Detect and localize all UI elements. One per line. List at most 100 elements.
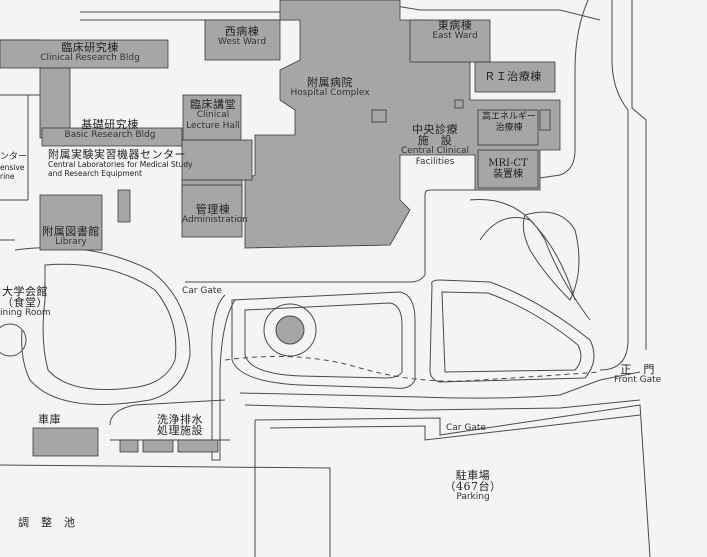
dining-jp1: 大学会館 bbox=[2, 285, 48, 298]
east-ward-en: East Ward bbox=[432, 31, 478, 41]
pond-outline bbox=[0, 464, 331, 557]
east-boundary bbox=[539, 0, 589, 179]
west-oval-road bbox=[14, 247, 191, 405]
west-ward-shape bbox=[204, 19, 281, 61]
dining-jp2: （食堂） bbox=[2, 296, 48, 309]
administration-jp: 管理棟 bbox=[195, 203, 231, 216]
dashed-path bbox=[224, 355, 601, 382]
mri-l1: MRI-CT bbox=[488, 158, 528, 169]
clinical-research-label: 臨床研究棟 Clinical Research Bldg bbox=[20, 42, 160, 64]
dining-en: ining Room bbox=[0, 308, 51, 318]
clinical-lecture-shape bbox=[182, 94, 242, 141]
basic-research-wing bbox=[181, 139, 253, 181]
central-labs-en1: Central Laboratories for Medical Study bbox=[48, 160, 193, 169]
basic-research-label: 基礎研究棟 Basic Research Bldg bbox=[40, 119, 180, 141]
parking-en: Parking bbox=[456, 492, 490, 502]
east-ward-shape bbox=[409, 19, 491, 63]
high-energy-jp2: 治療棟 bbox=[495, 123, 523, 133]
clinical-research-shape bbox=[0, 39, 169, 69]
washing-shape-1 bbox=[119, 439, 139, 453]
ring-road-top bbox=[185, 189, 520, 283]
garage-label: 車庫 bbox=[38, 413, 61, 426]
small-bldg-3 bbox=[539, 109, 551, 131]
east-lot bbox=[429, 279, 595, 383]
central-labs-label: 附属実験実習機器センター Central Laboratories for Me… bbox=[48, 149, 193, 178]
administration-label: 管理棟 Administration bbox=[182, 203, 248, 226]
high-energy-jp1: 高エネルギー bbox=[481, 112, 536, 122]
east-perimeter-road bbox=[599, 0, 629, 371]
parking-outline bbox=[254, 404, 651, 557]
car-gate-1-label: Car Gate bbox=[182, 286, 222, 296]
front-gate-en: Front Gate bbox=[614, 375, 662, 385]
ri-label: ＲＩ治療棟 bbox=[484, 70, 542, 83]
hospital-complex-label: 附属病院 Hospital Complex bbox=[285, 77, 375, 99]
washing-shape-3 bbox=[177, 439, 219, 453]
hospital-complex-en: Hospital Complex bbox=[290, 88, 370, 98]
central-clinical-en1: Central Clinical bbox=[400, 146, 470, 156]
car-gate-2-label: Car Gate bbox=[446, 423, 486, 433]
west-ward-en: West Ward bbox=[217, 37, 267, 47]
clinical-research-en: Clinical Research Bldg bbox=[40, 53, 140, 63]
central-road-west bbox=[211, 294, 236, 461]
south-road bbox=[239, 371, 641, 399]
east-perimeter-road-outer bbox=[631, 0, 647, 350]
clinical-lecture-label: 臨床講堂 Clinical Lecture Hall bbox=[183, 99, 243, 132]
south-road-lower bbox=[244, 399, 641, 411]
hospital-complex-jp: 附属病院 bbox=[307, 76, 353, 89]
left-center-l1: ンター bbox=[0, 152, 28, 162]
library-annex bbox=[117, 189, 131, 223]
clinical-lecture-jp: 臨床講堂 bbox=[190, 98, 236, 111]
ri-shape bbox=[474, 61, 556, 93]
central-clinical-en2: Facilities bbox=[415, 157, 455, 167]
drop-off-loop bbox=[469, 199, 591, 321]
front-gate-label: 正 門 Front Gate bbox=[614, 364, 661, 386]
west-block-roads bbox=[0, 39, 40, 241]
mri-shape bbox=[477, 149, 539, 189]
oval-lot-inner bbox=[244, 302, 403, 379]
small-bldg-2 bbox=[454, 99, 464, 109]
dining-label: 大学会館 （食堂） ining Room bbox=[0, 285, 51, 319]
washing-jp2: 処理施設 bbox=[157, 424, 203, 437]
mri-label: MRI-CT 装置棟 bbox=[480, 158, 536, 180]
left-center-l3: rine bbox=[0, 172, 15, 181]
parking-label: 駐車場 （467台） Parking bbox=[438, 470, 508, 503]
high-energy-label: 高エネルギー 治療棟 bbox=[478, 112, 540, 134]
front-gate-jp: 正 門 bbox=[620, 363, 655, 376]
library-shape bbox=[39, 194, 103, 251]
west-ward-jp: 西病棟 bbox=[224, 25, 260, 38]
parking-inner bbox=[269, 414, 641, 441]
left-center-label: ンター ensive rine bbox=[0, 152, 27, 181]
clinical-lecture-en2: Lecture Hall bbox=[186, 121, 240, 131]
roundabout bbox=[0, 303, 317, 357]
basic-research-shape bbox=[41, 127, 183, 147]
mri-l2: 装置棟 bbox=[493, 169, 523, 180]
library-label: 附属図書館 Library bbox=[40, 226, 102, 248]
washing-jp1: 洗浄排水 bbox=[157, 413, 203, 426]
central-clinical-jp2: 施 設 bbox=[417, 134, 453, 147]
library-jp: 附属図書館 bbox=[42, 225, 100, 238]
building-shapes bbox=[0, 0, 561, 457]
small-bldg-1 bbox=[371, 109, 387, 123]
oval-lot bbox=[231, 291, 416, 389]
left-center-l2: ensive bbox=[0, 163, 25, 172]
west-ward-label: 西病棟 West Ward bbox=[212, 26, 272, 48]
basic-research-en: Basic Research Bldg bbox=[64, 130, 156, 140]
clinical-research-jp: 臨床研究棟 bbox=[61, 41, 119, 54]
clinical-lecture-en1: Clinical bbox=[196, 110, 230, 120]
library-en: Library bbox=[55, 237, 87, 247]
basic-research-jp: 基礎研究棟 bbox=[81, 118, 139, 131]
central-clinical-jp1: 中央診療 bbox=[412, 123, 458, 136]
central-clinical-label: 中央診療 施 設 Central Clinical Facilities bbox=[390, 124, 480, 168]
loop-island bbox=[522, 211, 580, 301]
central-labs-en2: and Research Equipment bbox=[48, 169, 142, 178]
administration-shape bbox=[181, 184, 243, 238]
administration-en: Administration bbox=[182, 215, 248, 225]
washing-shape-2 bbox=[142, 439, 174, 453]
west-oval-inner bbox=[42, 263, 177, 391]
high-energy-shape bbox=[477, 109, 539, 146]
parking-count: （467台） bbox=[444, 480, 502, 493]
garage-shape bbox=[32, 427, 99, 457]
east-lot-inner bbox=[441, 291, 582, 373]
